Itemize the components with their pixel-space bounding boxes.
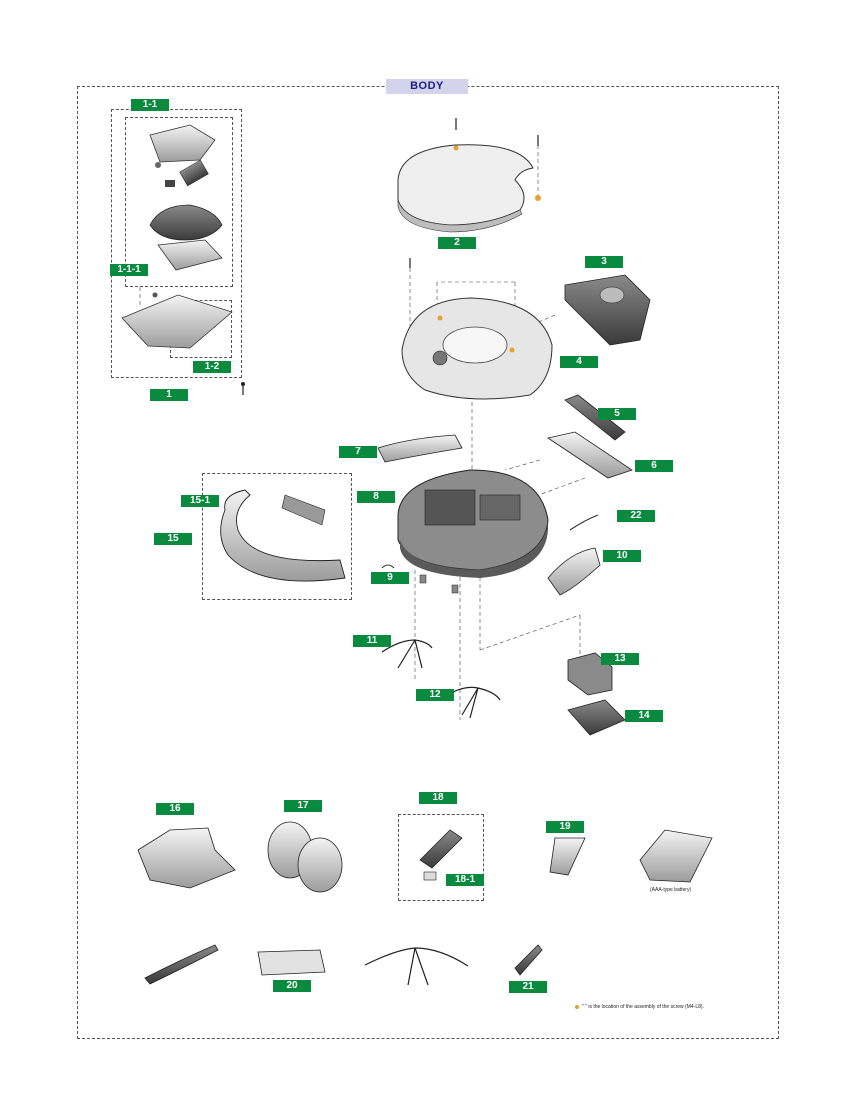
remote-holder-drawing xyxy=(639,829,713,883)
part-2-drawing xyxy=(397,118,541,233)
footnote-marker xyxy=(575,1005,579,1009)
label-17: 17 xyxy=(284,800,322,812)
label-18-1: 18-1 xyxy=(446,874,484,886)
label-18: 18 xyxy=(419,792,457,804)
label-1-2: 1-2 xyxy=(193,361,231,373)
part-6-drawing xyxy=(546,431,633,479)
label-14: 14 xyxy=(625,710,663,722)
label-11: 11 xyxy=(353,635,391,647)
part-8-drawing xyxy=(397,469,549,578)
part-19-drawing xyxy=(549,837,586,876)
label-15-1: 15-1 xyxy=(181,495,219,507)
side-brush-drawings xyxy=(381,639,501,719)
frame-part-15 xyxy=(202,473,352,600)
label-12: 12 xyxy=(416,689,454,701)
part-16-drawing xyxy=(137,827,236,889)
label-19: 19 xyxy=(546,821,584,833)
label-4: 4 xyxy=(560,356,598,368)
label-21: 21 xyxy=(509,981,547,993)
assembly-guide-lines xyxy=(139,145,586,720)
part-7-drawing xyxy=(377,434,463,463)
part-3-drawing xyxy=(564,274,651,346)
part-10-drawing xyxy=(547,547,601,596)
screw-location-footnote: " " is the location of the assembly of t… xyxy=(582,1004,704,1010)
label-15: 15 xyxy=(154,533,192,545)
part-22-drawing xyxy=(569,514,599,531)
part-21-drawing xyxy=(514,944,543,976)
part-15-drawing xyxy=(220,489,346,582)
label-1-1-1: 1-1-1 xyxy=(110,264,148,276)
belt-drawing xyxy=(144,944,219,985)
label-10: 10 xyxy=(603,550,641,562)
label-20: 20 xyxy=(273,980,311,992)
part-5-drawing xyxy=(564,394,626,441)
part-20-drawing xyxy=(257,949,326,976)
part-13-14-drawing xyxy=(567,652,626,736)
part-18-drawing xyxy=(419,829,463,881)
label-22: 22 xyxy=(617,510,655,522)
part-9-drawing xyxy=(381,564,459,594)
part-4-drawing xyxy=(401,258,553,400)
label-1: 1 xyxy=(150,389,188,401)
label-2: 2 xyxy=(438,237,476,249)
label-9: 9 xyxy=(371,572,409,584)
part-17-drawing xyxy=(267,821,343,893)
label-3: 3 xyxy=(585,256,623,268)
label-8: 8 xyxy=(357,491,395,503)
label-1-1: 1-1 xyxy=(131,99,169,111)
label-6: 6 xyxy=(635,460,673,472)
label-7: 7 xyxy=(339,446,377,458)
label-5: 5 xyxy=(598,408,636,420)
frame-part-18 xyxy=(398,814,484,901)
frame-part-1 xyxy=(111,109,242,378)
section-title: BODY xyxy=(386,79,468,94)
label-16: 16 xyxy=(156,803,194,815)
brush-bottom-drawing xyxy=(364,947,469,986)
label-13: 13 xyxy=(601,653,639,665)
part-1-1-drawing xyxy=(121,124,245,395)
battery-type-note: (AAA-type battery) xyxy=(650,887,692,893)
frame-part-1-1 xyxy=(125,117,233,287)
